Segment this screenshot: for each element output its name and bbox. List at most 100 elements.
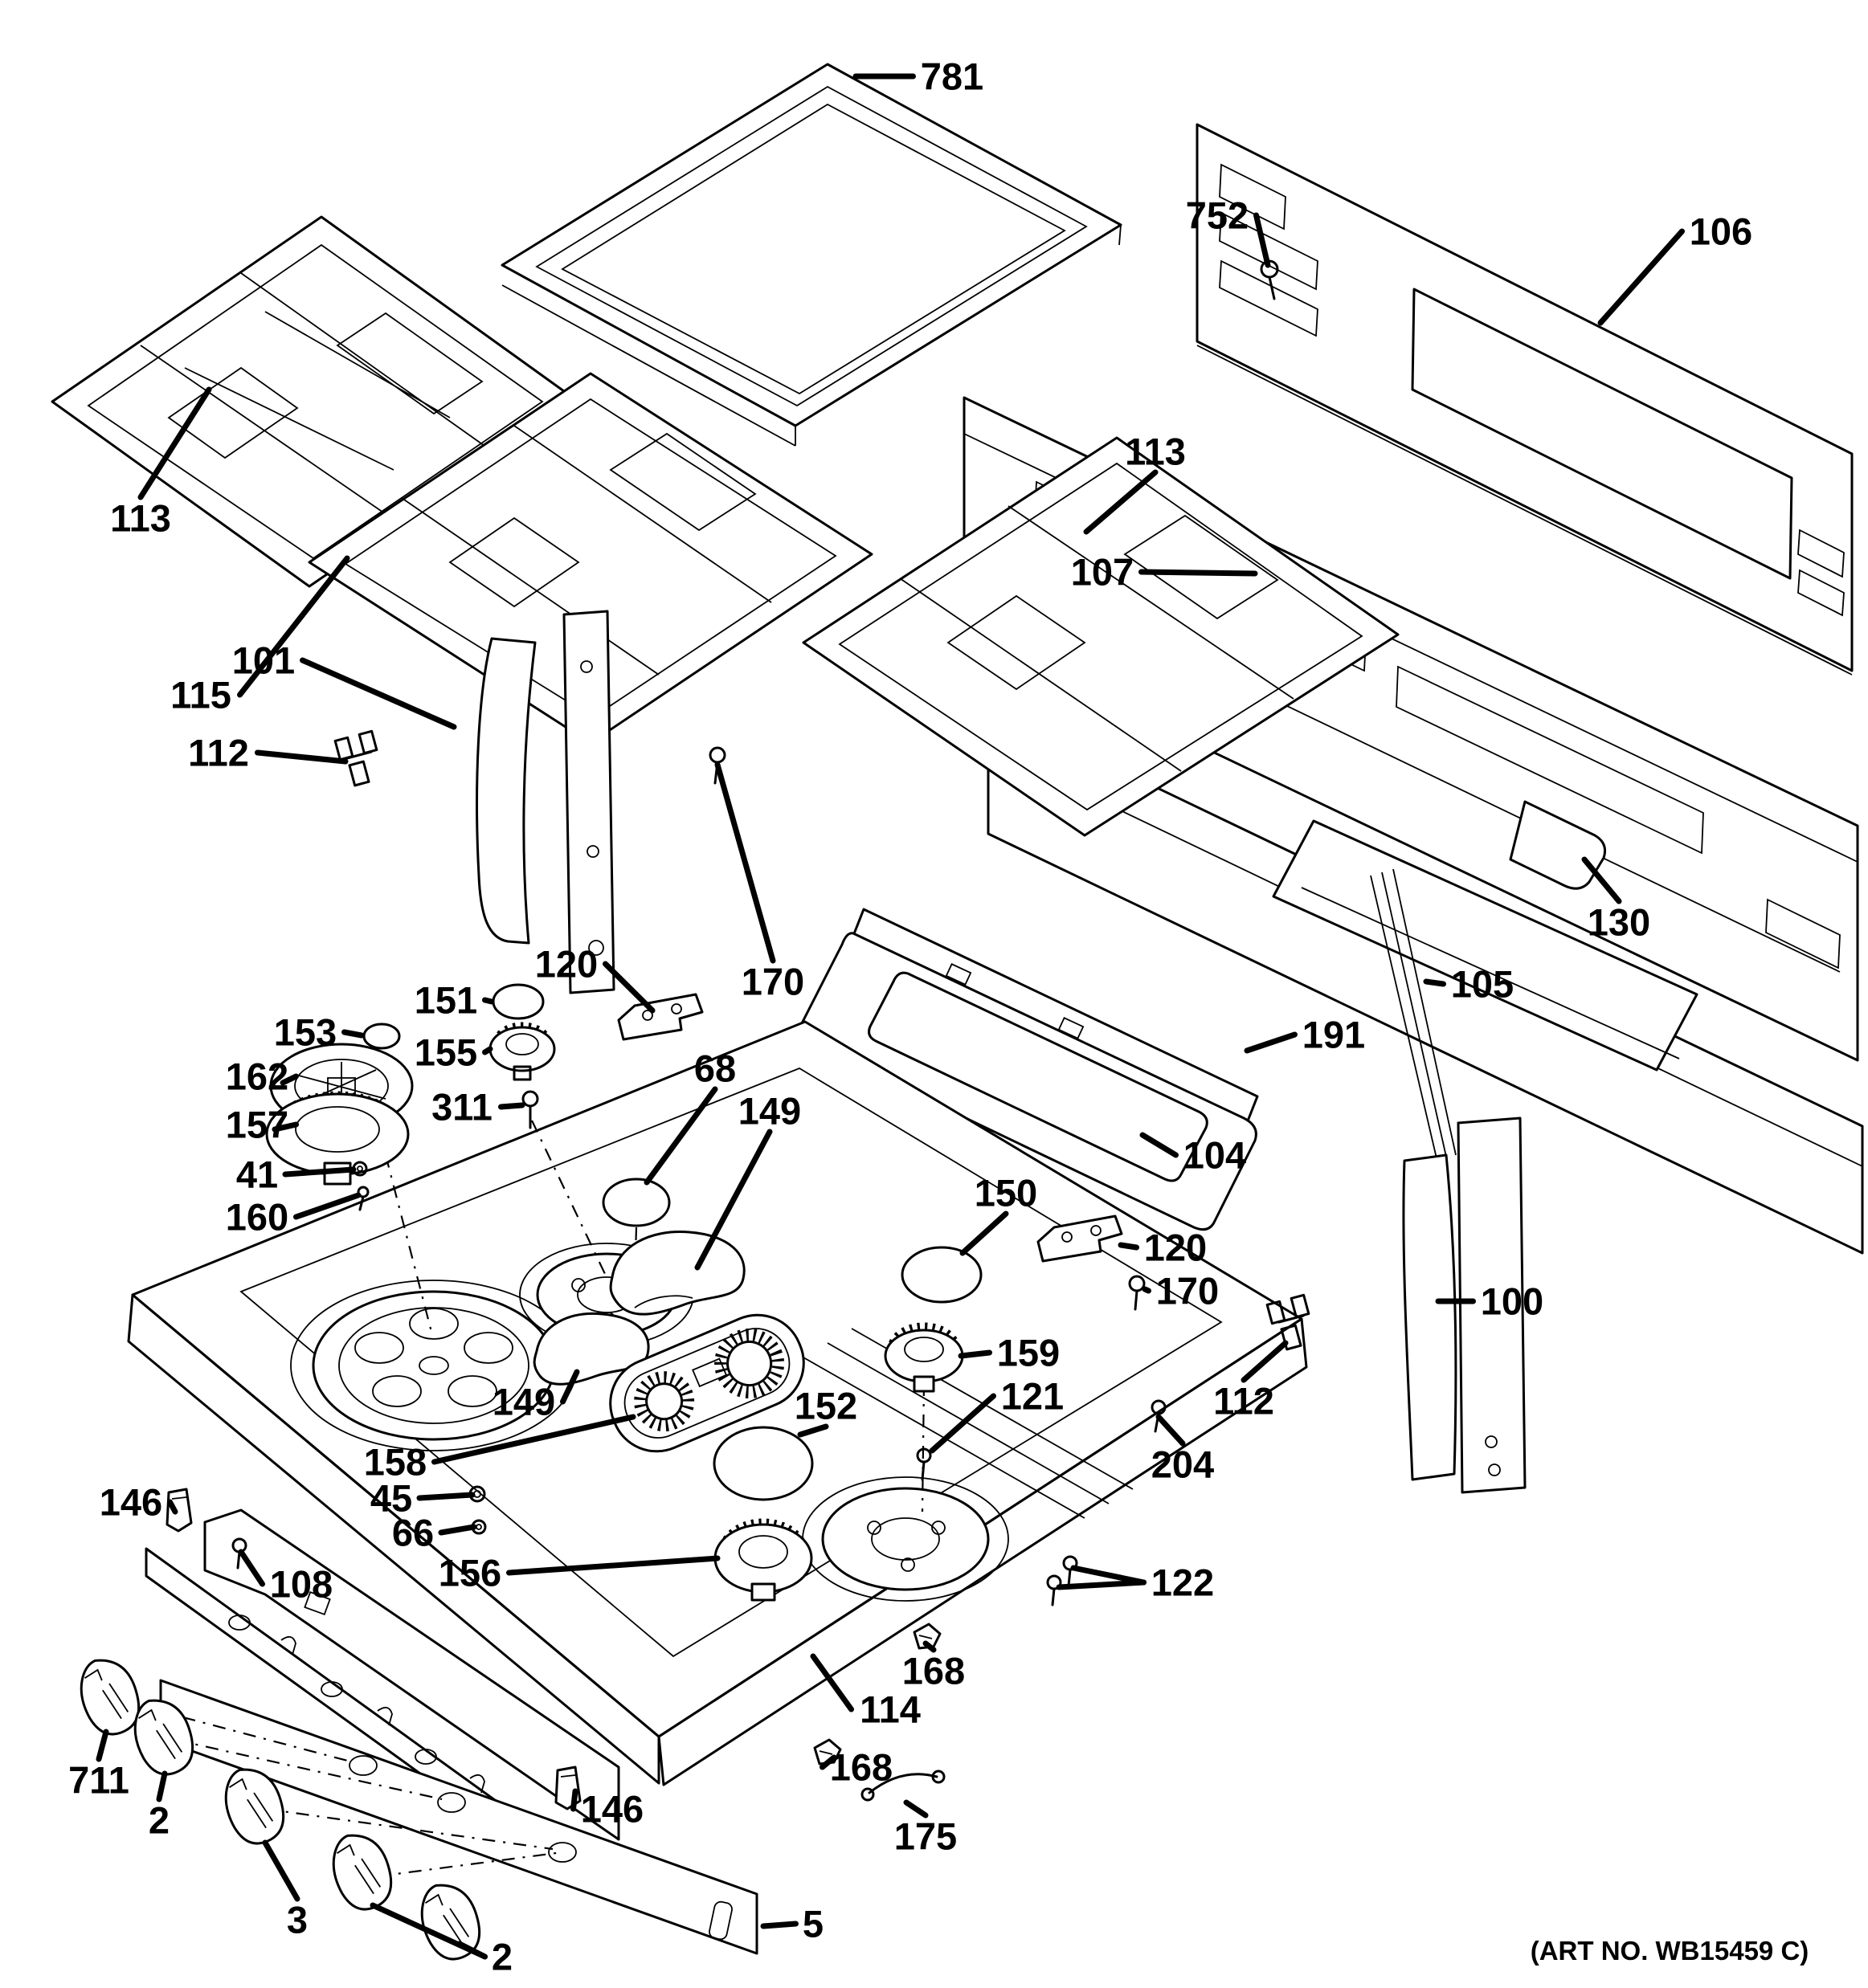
callout-leader-146-40: [167, 1499, 178, 1515]
callout-leader-155-17: [482, 1046, 493, 1055]
callout-leader-101-11: [300, 657, 457, 730]
rear-panel-106: [1196, 123, 1854, 676]
callout-leader-752-4: [1253, 212, 1271, 268]
callout-leader-153-16: [341, 1029, 365, 1039]
part-number-113-3: 113: [1125, 431, 1186, 473]
side-trim-100: [1370, 868, 1527, 1494]
callout-leader-45-46: [416, 1492, 476, 1501]
callout-leader-5-38: [760, 1921, 799, 1929]
part-number-204-31: 204: [1151, 1443, 1214, 1486]
part-number-3-50: 3: [287, 1899, 308, 1941]
knob-2a: [133, 1699, 194, 1776]
part-number-101-11: 101: [232, 639, 295, 682]
part-number-149-24: 149: [738, 1090, 801, 1133]
part-number-149-43: 149: [493, 1381, 555, 1423]
knob-3: [224, 1768, 285, 1845]
callout-leader-168-34: [922, 1640, 937, 1653]
screws-122: [1046, 1555, 1078, 1606]
callout-leader-151-15: [482, 997, 495, 1005]
burner-cap-149-upper: [609, 1231, 746, 1316]
part-number-2-51: 2: [492, 1936, 513, 1978]
burner-base-five-hole: [312, 1290, 556, 1441]
callout-leader-108-41: [238, 1549, 265, 1587]
part-number-150-25: 150: [975, 1172, 1037, 1214]
callout-leader-114-35: [810, 1653, 854, 1712]
callout-leader-150-25: [959, 1210, 1009, 1256]
end-cap-130: [1509, 800, 1607, 890]
callout-leader-120-26: [1118, 1242, 1139, 1251]
part-number-112-12: 112: [188, 732, 249, 774]
callout-leader-3-50: [262, 1839, 300, 1902]
part-number-113-1: 113: [110, 497, 171, 540]
callout-leader-146-39: [570, 1788, 578, 1812]
backsplash-panel-104: [799, 932, 1257, 1231]
callout-leader-175-37: [903, 1799, 929, 1819]
callout-leader-104-10: [1139, 1132, 1179, 1158]
callout-leader-170-13: [714, 761, 776, 964]
callout-leader-113-1: [137, 386, 212, 500]
part-number-151-15: 151: [415, 979, 477, 1022]
part-number-120-26: 120: [1144, 1227, 1207, 1269]
part-number-115-2: 115: [170, 674, 231, 716]
part-number-157-19: 157: [226, 1104, 288, 1146]
part-number-108-41: 108: [270, 1563, 333, 1606]
callout-leader-41-21: [282, 1166, 357, 1178]
part-number-152-44: 152: [795, 1385, 857, 1427]
part-number-168-34: 168: [902, 1650, 965, 1692]
callout-leader-191-9: [1244, 1031, 1298, 1054]
burner-head-157: [265, 1091, 410, 1186]
part-number-100-32: 100: [1481, 1280, 1543, 1323]
part-number-41-21: 41: [236, 1153, 278, 1196]
burner-base-right-front: [821, 1487, 990, 1591]
callout-leader-311-20: [498, 1102, 525, 1110]
callout-leader-68-23: [644, 1086, 718, 1186]
part-number-711-48: 711: [68, 1759, 129, 1802]
side-trim-101: [476, 610, 615, 994]
callout-leader-149-24: [694, 1129, 773, 1271]
callout-leader-66-47: [438, 1524, 477, 1536]
wire-175: [860, 1770, 946, 1802]
griddle-781: [501, 63, 1122, 447]
part-number-191-9: 191: [1302, 1014, 1365, 1056]
screw-311: [521, 1090, 539, 1129]
callout-leader-157-19: [272, 1121, 299, 1133]
part-number-311-20: 311: [431, 1086, 493, 1129]
clip-168-upper: [913, 1623, 942, 1650]
callout-leader-107-6: [1138, 569, 1258, 577]
part-number-107-6: 107: [1071, 551, 1134, 594]
callout-leader-112-12: [255, 749, 349, 765]
callout-leader-170-27: [1142, 1286, 1151, 1294]
igniter-switch-112-right: [1265, 1293, 1310, 1351]
knob-2b-left: [332, 1834, 393, 1911]
part-number-168-36: 168: [830, 1746, 893, 1789]
part-number-146-40: 146: [100, 1481, 162, 1524]
part-number-130-7: 130: [1588, 901, 1650, 944]
callout-leader-168-36: [820, 1754, 837, 1770]
part-number-170-13: 170: [742, 961, 804, 1003]
part-number-158-45: 158: [364, 1441, 427, 1484]
part-number-752-4: 752: [1186, 194, 1249, 237]
bracket-120-right: [1036, 1214, 1123, 1263]
part-number-170-27: 170: [1156, 1270, 1219, 1312]
part-number-5-38: 5: [803, 1903, 824, 1945]
callout-leader-162-18: [280, 1073, 299, 1086]
part-number-104-10: 104: [1183, 1134, 1246, 1177]
callout-leader-2-49: [156, 1770, 168, 1802]
burner-cap-151: [492, 983, 545, 1020]
part-number-106-5: 106: [1690, 210, 1752, 253]
oval-burner-158: [609, 1313, 805, 1453]
part-number-160-22: 160: [226, 1196, 288, 1239]
art-number: (ART NO. WB15459 C): [1531, 1936, 1809, 1966]
part-number-45-46: 45: [370, 1477, 412, 1520]
part-number-781-0: 781: [921, 55, 983, 98]
part-number-162-18: 162: [226, 1055, 288, 1098]
burner-cap-68: [602, 1178, 671, 1227]
callout-leader-159-28: [958, 1349, 992, 1359]
part-number-153-16: 153: [274, 1011, 337, 1054]
manifold-panel: [203, 1508, 620, 1841]
callout-leader-106-5: [1597, 228, 1685, 326]
part-number-68-23: 68: [694, 1047, 736, 1090]
callout-leader-156-42: [506, 1555, 721, 1576]
